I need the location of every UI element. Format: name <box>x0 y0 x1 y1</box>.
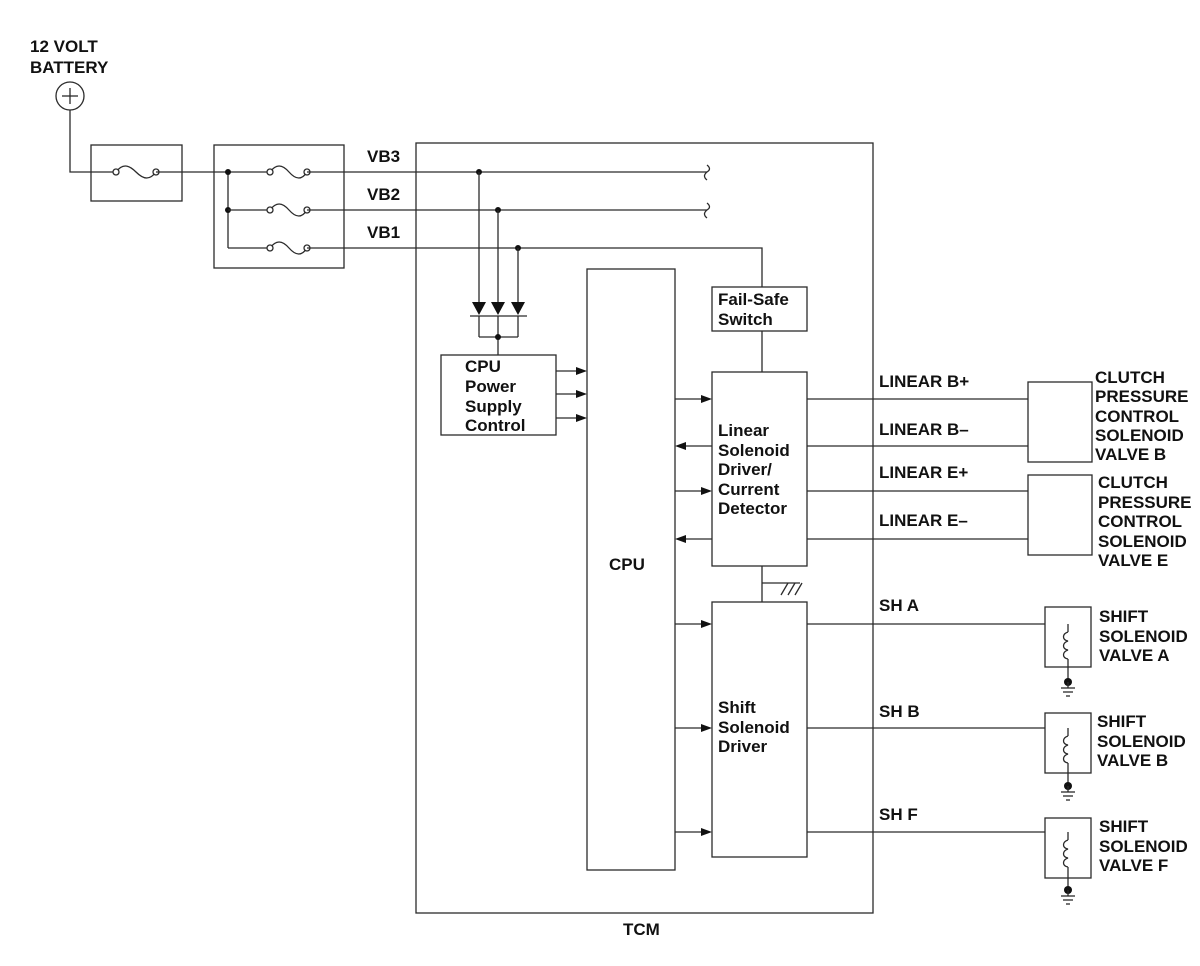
arrow-right-icon <box>701 828 712 836</box>
clutch-valve-e: CLUTCH PRESSURE CONTROL SOLENOID VALVE E <box>1027 473 1192 570</box>
shift-a-l3: VALVE A <box>1099 646 1170 665</box>
shift-b-l1: SHIFT <box>1097 712 1147 731</box>
tcm-label: TCM <box>623 920 660 939</box>
vb1-label: VB1 <box>367 223 400 242</box>
linear-e-plus-label: LINEAR E+ <box>879 463 968 482</box>
diode-icon <box>472 302 486 315</box>
fuse-vb2-icon <box>269 203 308 217</box>
wire-break-icon <box>703 202 711 219</box>
cpu-power-l1: CPU <box>465 357 501 376</box>
arrow-right-icon <box>701 395 712 403</box>
main-fuse-box <box>90 144 183 202</box>
fail-safe-switch: Fail-Safe Switch <box>711 286 808 332</box>
coil-icon <box>1062 631 1069 660</box>
clutch-valve-b: CLUTCH PRESSURE CONTROL SOLENOID VALVE B <box>1027 368 1189 464</box>
linear-e-minus-label: LINEAR E– <box>879 511 968 530</box>
arrow-right-icon <box>701 724 712 732</box>
linear-driver-l5: Detector <box>718 499 787 518</box>
sh-f-label: SH F <box>879 805 918 824</box>
tcm-box <box>415 142 874 914</box>
linear-driver-l3: Driver/ <box>718 460 772 479</box>
fail-safe-l2: Switch <box>718 310 773 329</box>
linear-b-minus-label: LINEAR B– <box>879 420 969 439</box>
arrow-right-icon <box>576 367 587 375</box>
shift-a-l2: SOLENOID <box>1099 627 1188 646</box>
battery-label-line2: BATTERY <box>30 58 109 77</box>
coil-icon <box>1062 735 1069 764</box>
shift-driver-l3: Driver <box>718 737 768 756</box>
cpu-power-l4: Control <box>465 416 525 435</box>
fuse-icon <box>115 165 157 179</box>
shift-f-l1: SHIFT <box>1099 817 1149 836</box>
shift-b-l2: SOLENOID <box>1097 732 1186 751</box>
supply-lines: VB3 VB2 VB1 <box>307 147 763 302</box>
valve-e-l1: CLUTCH <box>1098 473 1168 492</box>
linear-driver-l1: Linear <box>718 421 769 440</box>
shift-a-l1: SHIFT <box>1099 607 1149 626</box>
fail-safe-l1: Fail-Safe <box>718 290 789 309</box>
cpu-power-supply-control: CPU Power Supply Control <box>440 354 557 436</box>
arrow-right-icon <box>701 487 712 495</box>
linear-b-plus-label: LINEAR B+ <box>879 372 969 391</box>
cpu-block: CPU <box>586 268 676 871</box>
valve-b-l5: VALVE B <box>1095 445 1166 464</box>
valve-e-l5: VALVE E <box>1098 551 1168 570</box>
linear-signal-lines: LINEAR B+ LINEAR B– LINEAR E+ LINEAR E– <box>807 372 1028 540</box>
cpu-power-l3: Supply <box>465 397 522 416</box>
linear-driver-l4: Current <box>718 480 780 499</box>
sh-b-label: SH B <box>879 702 920 721</box>
arrow-right-icon <box>576 390 587 398</box>
shift-valve-b: SHIFT SOLENOID VALVE B <box>1044 712 1186 801</box>
battery: 12 VOLT BATTERY <box>30 37 109 111</box>
shift-valve-f: SHIFT SOLENOID VALVE F <box>1044 817 1188 905</box>
sh-a-label: SH A <box>879 596 919 615</box>
wire-break-icon <box>703 164 711 181</box>
coil-icon <box>1062 839 1069 868</box>
diode-array <box>470 302 527 355</box>
shift-solenoid-driver: Shift Solenoid Driver <box>711 601 808 858</box>
shift-valve-a: SHIFT SOLENOID VALVE A <box>1044 606 1188 697</box>
arrow-left-icon <box>675 535 686 543</box>
shift-b-l3: VALVE B <box>1097 751 1168 770</box>
arrow-right-icon <box>701 620 712 628</box>
valve-b-l2: PRESSURE <box>1095 387 1189 406</box>
arrow-right-icon <box>576 414 587 422</box>
shift-driver-l1: Shift <box>718 698 756 717</box>
cpu-label: CPU <box>609 555 645 574</box>
diode-icon <box>511 302 525 315</box>
valve-b-l1: CLUTCH <box>1095 368 1165 387</box>
shift-f-l3: VALVE F <box>1099 856 1168 875</box>
vb2-label: VB2 <box>367 185 400 204</box>
diode-icon <box>491 302 505 315</box>
valve-b-l4: SOLENOID <box>1095 426 1184 445</box>
cpu-power-l2: Power <box>465 377 516 396</box>
valve-e-l3: CONTROL <box>1098 512 1182 531</box>
battery-wire <box>69 110 91 173</box>
shift-f-l2: SOLENOID <box>1099 837 1188 856</box>
shift-driver-l2: Solenoid <box>718 718 790 737</box>
vb3-label: VB3 <box>367 147 400 166</box>
linear-solenoid-driver: Linear Solenoid Driver/ Current Detector <box>711 371 808 567</box>
shift-signal-lines: SH A SH B SH F <box>807 596 1068 833</box>
valve-b-l3: CONTROL <box>1095 407 1179 426</box>
linear-driver-l2: Solenoid <box>718 441 790 460</box>
arrow-left-icon <box>675 442 686 450</box>
battery-label-line1: 12 VOLT <box>30 37 98 56</box>
valve-e-l2: PRESSURE <box>1098 493 1192 512</box>
fuse-vb3-icon <box>269 165 308 179</box>
fuse-vb1-icon <box>269 241 308 255</box>
fuse-block <box>213 144 345 269</box>
valve-e-l4: SOLENOID <box>1098 532 1187 551</box>
